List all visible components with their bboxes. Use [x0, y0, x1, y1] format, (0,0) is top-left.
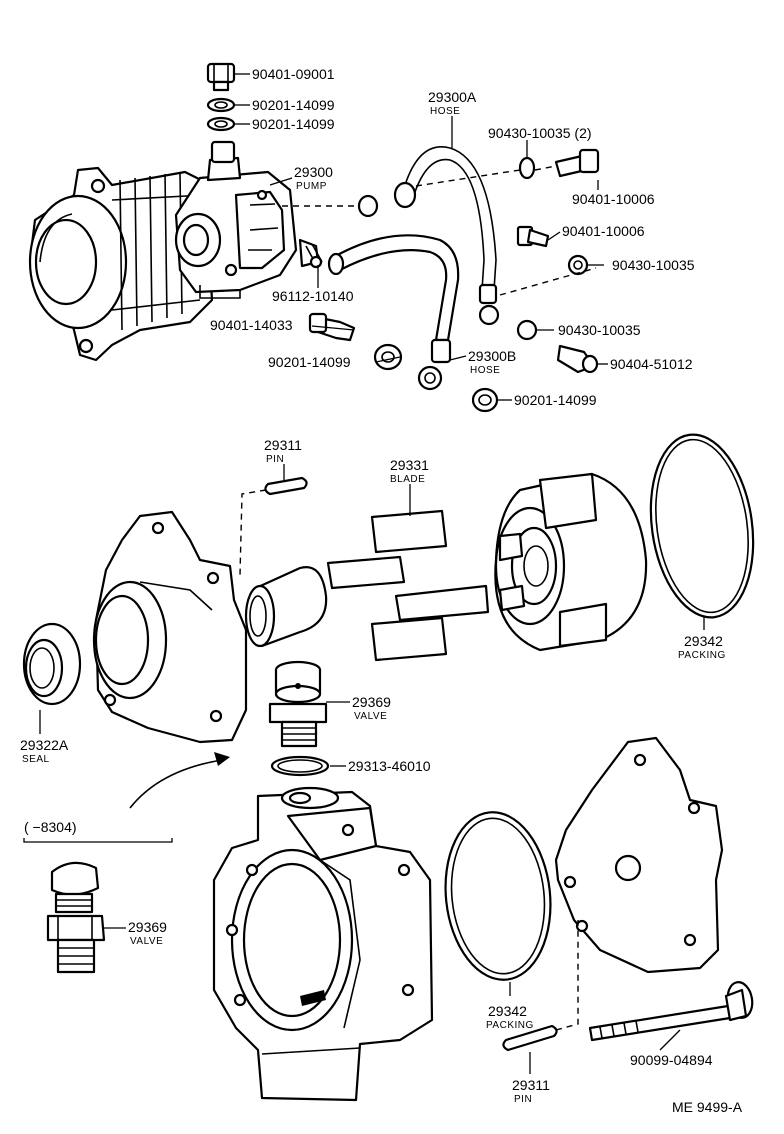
leader-lines: [39, 73, 705, 1074]
label-valve-num-b: 29369: [128, 919, 167, 935]
gasket-near-pump: [357, 194, 379, 218]
label-oring: 29313-46010: [348, 758, 431, 774]
date-bracket: [23, 838, 173, 843]
bolt-90401-10006-a: [554, 148, 600, 178]
vacuum-pump: [174, 140, 320, 299]
label-date-range: ( −8304): [24, 819, 77, 835]
seal-29322a: [22, 622, 82, 706]
gasket-low: [471, 387, 499, 413]
main-housing: [212, 786, 434, 1102]
label-gasket-10035b: 90430-10035: [558, 322, 641, 338]
label-bolt-10006b: 90401-10006: [562, 223, 645, 239]
alternator-body: [28, 166, 214, 362]
cover-plate: [554, 736, 724, 974]
hose-29300a: [393, 146, 500, 326]
blades: [326, 509, 490, 662]
hose-29300b: [327, 234, 460, 391]
label-pump-name: PUMP: [296, 181, 327, 192]
label-union: 90404-51012: [610, 356, 693, 372]
union-90404: [556, 344, 599, 374]
label-pump-num: 29300: [294, 164, 333, 180]
label-gasket-mid: 90201-14099: [268, 354, 351, 370]
label-packing-name-bot: PACKING: [486, 1020, 534, 1031]
arrow-curve: [129, 759, 223, 809]
label-gasket-2: 90430-10035 (2): [488, 125, 592, 141]
label-clip: 96112-10140: [272, 288, 354, 304]
pin-bottom: [502, 1024, 558, 1052]
gasket-top-1: [206, 97, 236, 113]
label-hoseA-num: 29300A: [428, 89, 477, 105]
label-pin-name-top: PIN: [266, 454, 284, 465]
label-valve-num-a: 29369: [352, 694, 391, 710]
packing-top: [649, 433, 755, 619]
figure-code: ME 9499-A: [672, 1099, 743, 1115]
label-blade-name: BLADE: [390, 474, 425, 485]
label-blade-num: 29331: [390, 457, 429, 473]
rotor: [494, 472, 648, 652]
label-hoseA-name: HOSE: [430, 106, 460, 117]
label-seal-num: 29322A: [20, 737, 69, 753]
gasket-10035-a: [567, 254, 589, 276]
callout-labels: 90401-09001 90201-14099 90201-14099 2930…: [20, 66, 743, 1115]
label-pin-num-bot: 29311: [512, 1077, 550, 1093]
top-bolt-90401: [206, 62, 236, 92]
label-bolt-top: 90401-09001: [252, 66, 335, 82]
gasket-10035-b: [516, 319, 538, 341]
pin-top: [264, 476, 308, 496]
label-bolt-long: 90099-04894: [630, 1052, 713, 1068]
label-valve-name-b: VALVE: [130, 936, 163, 947]
valve-29369-b: [46, 861, 106, 974]
bolt-90401-10006-b: [516, 225, 550, 248]
gasket-top-2: [206, 116, 236, 132]
label-seal-name: SEAL: [22, 754, 50, 765]
label-gasket-top1: 90201-14099: [252, 97, 335, 113]
gasket-mid: [373, 343, 403, 371]
packing-bottom: [444, 811, 552, 981]
label-hoseB-name: HOSE: [470, 365, 500, 376]
label-bolt-10006a: 90401-10006: [572, 191, 655, 207]
label-packing-num-top: 29342: [684, 633, 723, 649]
clip-96112: [305, 243, 323, 269]
label-gasket-10035a: 90430-10035: [612, 257, 695, 273]
label-packing-name-top: PACKING: [678, 650, 726, 661]
label-pin-num-top: 29311: [264, 437, 302, 453]
label-pin-name-bot: PIN: [514, 1094, 532, 1105]
gasket-10035-2: [518, 156, 536, 180]
label-hoseB-num: 29300B: [468, 348, 516, 364]
label-gasket-top2: 90201-14099: [252, 116, 335, 132]
label-gasket-low: 90201-14099: [514, 392, 597, 408]
long-bolt-90099: [588, 981, 754, 1042]
label-valve-name-a: VALVE: [354, 711, 387, 722]
valve-29369-a: [268, 660, 328, 748]
rotor-shaft: [244, 566, 328, 648]
label-bolt-14033: 90401-14033: [210, 317, 293, 333]
label-packing-num-bot: 29342: [488, 1003, 527, 1019]
front-housing: [92, 510, 248, 744]
